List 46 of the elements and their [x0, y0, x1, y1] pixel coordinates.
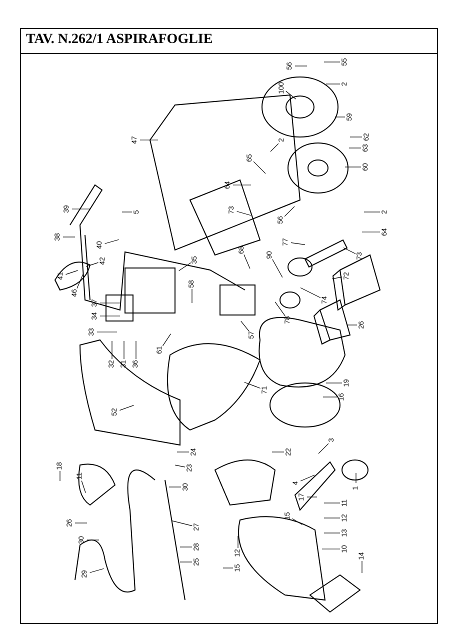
- leader-line: [324, 532, 340, 534]
- leader-line: [272, 259, 283, 278]
- leader-line: [344, 166, 362, 168]
- leader-line: [72, 208, 90, 210]
- leader-line: [290, 242, 306, 245]
- leader-line: [326, 382, 342, 384]
- leader-line: [180, 546, 192, 548]
- leader-line: [324, 502, 340, 504]
- leader-line: [292, 518, 303, 525]
- leader-line: [104, 239, 120, 244]
- leader-line: [62, 236, 76, 238]
- leader-line: [119, 405, 134, 411]
- leader-line: [306, 496, 318, 498]
- leader-line: [236, 211, 252, 216]
- leader-line: [244, 254, 250, 269]
- leader-line: [100, 302, 120, 304]
- leader-line: [332, 276, 342, 280]
- leader-line: [168, 486, 182, 488]
- leader-line: [81, 480, 86, 494]
- leader-line: [90, 568, 104, 573]
- leader-line: [343, 247, 356, 254]
- leader-line: [76, 274, 84, 289]
- leader-line: [244, 382, 261, 389]
- leader-line: [253, 161, 266, 174]
- leader-line: [318, 443, 329, 454]
- leader-line: [346, 324, 358, 326]
- leader-line: [232, 184, 252, 186]
- leader-line: [350, 136, 362, 138]
- leader-line: [300, 474, 315, 482]
- leader-line: [174, 464, 186, 468]
- leader-line: [86, 262, 99, 267]
- leader-line: [240, 320, 250, 332]
- leader-line: [65, 270, 78, 275]
- leader-line: [322, 548, 340, 550]
- leader-line: [286, 90, 296, 100]
- leader-line: [274, 302, 286, 316]
- leader-line: [162, 334, 172, 346]
- leader-line: [178, 262, 192, 272]
- leader-line: [74, 522, 88, 524]
- leader-line: [300, 287, 321, 298]
- leader-line: [334, 116, 346, 118]
- leader-line: [284, 206, 295, 217]
- leader-line: [172, 520, 192, 526]
- leader-line: [322, 396, 338, 398]
- title: TAV. N.262/1 ASPIRAFOGLIE: [26, 32, 213, 48]
- leader-line: [270, 143, 279, 152]
